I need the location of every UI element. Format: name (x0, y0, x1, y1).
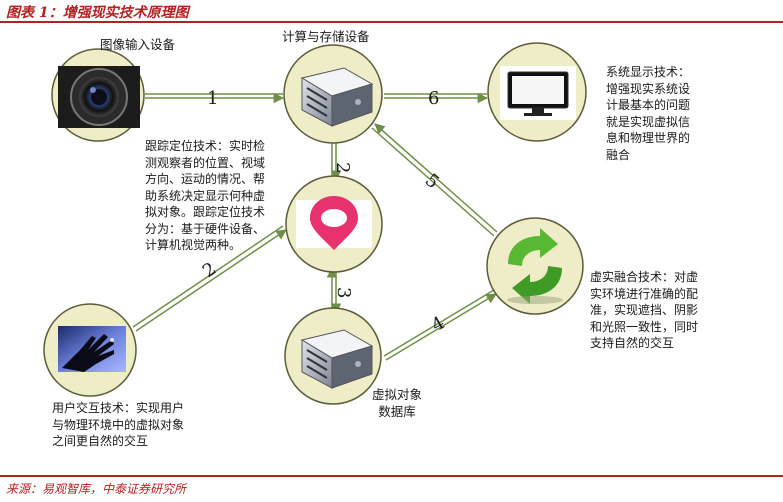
top-rule (0, 21, 783, 23)
node-display (487, 42, 587, 142)
edge-2a (330, 138, 342, 182)
source-note: 来源：易观智库，中泰证券研究所 (6, 482, 187, 496)
edge-3 (326, 266, 342, 315)
tracking-desc: 跟踪定位技术：实时检 测观察者的位置、视域 方向、运动的情况、帮 助系统决定显示… (145, 139, 266, 252)
server-icon (300, 67, 374, 127)
recycle-arrows-icon (507, 228, 563, 304)
edge-2a-number: 2 (332, 162, 353, 173)
node-tracking (285, 175, 383, 273)
hand-touch-icon (62, 334, 114, 372)
edge-6 (384, 92, 489, 104)
server-icon (300, 329, 374, 389)
edge-4 (383, 289, 497, 361)
compute-label: 计算与存储设备 (282, 29, 370, 44)
edge-5 (371, 123, 498, 237)
fusion-desc: 虚实融合技术：对虚 实环境进行准确的配 准，实现遮挡、阴影 和光照一致性，同时 … (590, 270, 699, 350)
monitor-icon (507, 71, 569, 116)
figure-title: 图表 1：增强现实技术原理图 (6, 5, 189, 21)
edge-2b (132, 225, 287, 332)
camera-lens-icon (70, 68, 128, 126)
input-label: 图像输入设备 (100, 37, 176, 52)
edge-1 (145, 92, 285, 104)
node-database (284, 307, 382, 405)
node-interaction (43, 303, 137, 397)
database-label: 虚拟对象 数据库 (372, 387, 423, 419)
bottom-rule (0, 475, 783, 477)
edge-6-number: 6 (428, 88, 439, 109)
interaction-desc: 用户交互技术：实现用户 与物理环境中的虚拟对象 之间更自然的交互 (52, 401, 185, 448)
node-input (51, 48, 145, 142)
edge-3-number: 3 (333, 287, 354, 298)
display-desc: 系统显示技术： 增强现实系统设 计最基本的问题 就是实现虚拟信 息和物理世界的 … (606, 65, 691, 162)
location-pin-icon (310, 196, 358, 250)
node-fusion (486, 217, 584, 315)
edge-1-number: 1 (207, 88, 218, 109)
node-compute (283, 44, 383, 144)
